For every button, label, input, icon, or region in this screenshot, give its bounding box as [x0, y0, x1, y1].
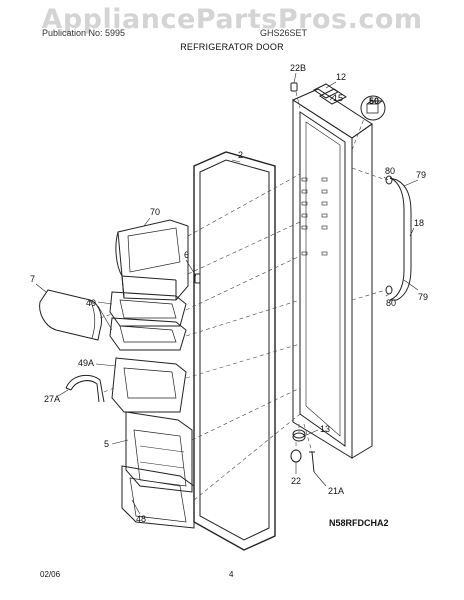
- callout-15: 15: [333, 93, 343, 103]
- hinge-cap-part[interactable]: [313, 83, 347, 105]
- handle-screw-bottom[interactable]: [385, 285, 393, 295]
- bottom-hinge-bushing[interactable]: [292, 429, 306, 442]
- callout-80-top: 80: [385, 166, 395, 176]
- callout-22b: 22B: [290, 63, 306, 73]
- callout-50: 50: [369, 96, 379, 106]
- callout-70: 70: [150, 207, 160, 217]
- callout-80-bottom: 80: [386, 298, 396, 308]
- section-title: REFRIGERATOR DOOR: [180, 42, 284, 52]
- callout-79-bottom: 79: [418, 292, 428, 302]
- door-bin-49a[interactable]: [111, 357, 187, 413]
- callout-18: 18: [414, 218, 424, 228]
- callout-49: 49: [86, 298, 96, 308]
- bin-retainer-27a[interactable]: [65, 374, 105, 403]
- callout-21a: 21A: [328, 486, 344, 496]
- bottom-bin-part[interactable]: [121, 465, 195, 529]
- callout-22: 22: [291, 476, 301, 486]
- assembly-lines: [99, 91, 387, 501]
- publication-number: Publication No: 5995: [42, 28, 126, 38]
- dairy-door-part[interactable]: [39, 289, 103, 341]
- footer-date: 02/06: [40, 570, 61, 579]
- bottom-hinge-plug[interactable]: [290, 449, 302, 463]
- plug-part-22b[interactable]: [290, 82, 298, 92]
- callout-13: 13: [320, 424, 330, 434]
- watermark-logo: AppliancePartsPros.com: [41, 4, 423, 35]
- detail-circle-50[interactable]: [360, 95, 386, 121]
- callout-6: 6: [184, 250, 189, 260]
- screw-part-21a[interactable]: [309, 451, 315, 473]
- callout-7: 7: [30, 274, 35, 284]
- callout-48: 48: [136, 514, 146, 524]
- footer-page-number: 4: [229, 570, 234, 579]
- callout-12: 12: [336, 72, 346, 82]
- callout-5: 5: [104, 439, 109, 449]
- clip-part-6[interactable]: [194, 273, 201, 284]
- leader-lines: [35, 72, 419, 515]
- door-bin-lower[interactable]: [109, 317, 187, 351]
- callout-79-top: 79: [416, 170, 426, 180]
- handle-screw-top[interactable]: [385, 175, 393, 185]
- publication-header: Publication No: 5995 GHS26SET: [42, 28, 422, 38]
- door-bin-upper[interactable]: [109, 291, 187, 327]
- callout-49a: 49A: [78, 358, 94, 368]
- door-handle-part[interactable]: [389, 177, 412, 301]
- callout-27a: 27A: [44, 394, 60, 404]
- door-panel-part[interactable]: [291, 88, 373, 459]
- dairy-bin-part[interactable]: [115, 219, 189, 301]
- model-number: GHS26SET: [260, 28, 308, 38]
- callout-2: 2: [238, 150, 243, 160]
- dispenser-panel-part[interactable]: [125, 411, 193, 493]
- diagram-code: N58RFDCHA2: [329, 518, 389, 528]
